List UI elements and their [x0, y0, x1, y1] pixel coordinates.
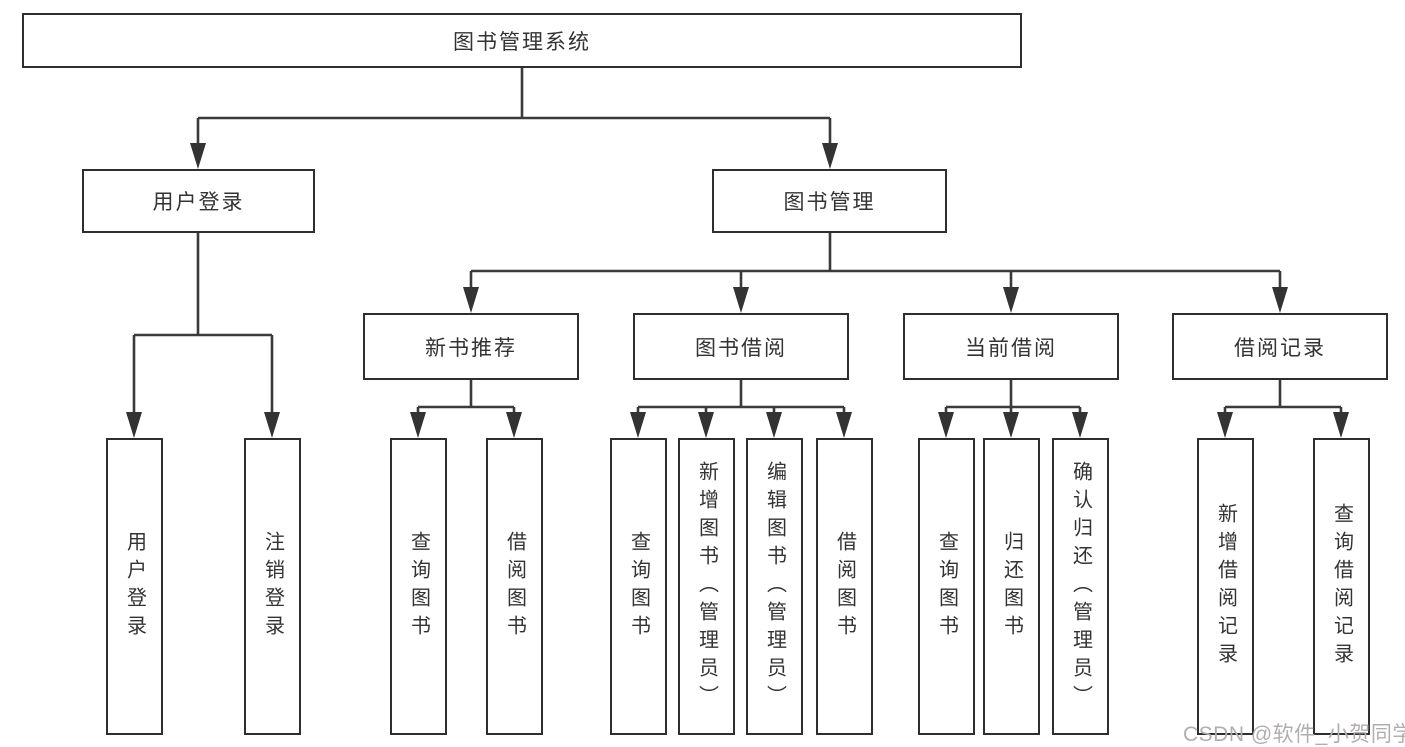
node-label: 借阅图书	[833, 530, 856, 643]
arrow-icon	[1003, 287, 1019, 313]
csdn-watermark: CSDN @软件_小贺同学	[1183, 723, 1405, 746]
connector-book-management-split	[469, 233, 1282, 288]
leaf-query-books-borrowing: 查询图书	[610, 438, 667, 735]
leaf-add-books-admin: 新增图书（管理员）	[678, 438, 735, 735]
node-label: 图书管理	[783, 191, 876, 214]
connector-new-book-split	[416, 380, 516, 414]
node-root-system: 图书管理系统	[22, 13, 1022, 68]
arrowheads	[126, 143, 1349, 438]
node-user-login: 用户登录	[82, 169, 315, 233]
node-label: 当前借阅	[965, 336, 1057, 360]
node-label: 借阅图书	[503, 530, 526, 643]
arrow-icon	[463, 287, 479, 313]
arrow-icon	[1272, 287, 1288, 313]
node-label: 新增图书（管理员）	[695, 460, 718, 713]
node-label: 用户登录	[123, 530, 146, 643]
arrow-icon	[733, 287, 749, 313]
connector-borrowing-records-split	[1223, 380, 1343, 414]
arrow-icon	[630, 412, 646, 438]
node-label: 借阅记录	[1234, 336, 1326, 360]
arrow-icon	[822, 143, 838, 169]
leaf-query-books-current: 查询图书	[918, 438, 975, 735]
leaf-edit-books-admin: 编辑图书（管理员）	[746, 438, 803, 735]
node-book-borrowing: 图书借阅	[633, 313, 849, 380]
node-label: 图书借阅	[695, 336, 787, 360]
node-label: 查询图书	[627, 530, 650, 643]
node-label: 查询图书	[407, 530, 430, 643]
arrow-icon	[1217, 412, 1233, 438]
arrow-icon	[836, 412, 852, 438]
node-label: 新书推荐	[425, 336, 517, 360]
node-borrowing-records: 借阅记录	[1172, 313, 1388, 380]
node-label: 编辑图书（管理员）	[763, 460, 786, 713]
connector-book-borrowing-split	[636, 380, 846, 414]
leaf-borrow-books: 借阅图书	[816, 438, 873, 735]
node-label: 新增借阅记录	[1214, 502, 1237, 671]
node-label: 归还图书	[1000, 530, 1023, 643]
arrow-icon	[264, 412, 280, 438]
node-new-book-recommend: 新书推荐	[363, 313, 579, 380]
leaf-borrow-books-recommend: 借阅图书	[486, 438, 543, 735]
arrow-icon	[938, 412, 954, 438]
leaf-add-borrow-record: 新增借阅记录	[1197, 438, 1254, 735]
arrow-icon	[190, 143, 206, 169]
arrow-icon	[506, 412, 522, 438]
node-book-management: 图书管理	[712, 169, 947, 233]
leaf-query-borrow-record: 查询借阅记录	[1313, 438, 1370, 735]
node-current-borrowing: 当前借阅	[903, 313, 1119, 380]
arrow-icon	[1072, 412, 1088, 438]
connector-paths	[132, 68, 1343, 414]
leaf-query-books-recommend: 查询图书	[390, 438, 447, 735]
node-label: 查询借阅记录	[1330, 502, 1353, 671]
connector-current-borrowing-split	[944, 380, 1082, 414]
arrow-icon	[410, 412, 426, 438]
connector-user-login-split	[132, 233, 274, 414]
arrow-icon	[698, 412, 714, 438]
arrow-icon	[126, 412, 142, 438]
leaf-confirm-return-admin: 确认归还（管理员）	[1052, 438, 1109, 735]
node-label: 图书管理系统	[453, 30, 591, 54]
node-label: 注销登录	[261, 530, 284, 643]
arrow-icon	[1333, 412, 1349, 438]
arrow-icon	[766, 412, 782, 438]
leaf-return-books: 归还图书	[983, 438, 1040, 735]
leaf-logout: 注销登录	[244, 438, 301, 735]
leaf-user-login: 用户登录	[106, 438, 163, 735]
node-label: 用户登录	[152, 191, 245, 214]
connector-root-split	[196, 68, 832, 145]
node-label: 确认归还（管理员）	[1069, 460, 1092, 713]
node-label: 查询图书	[935, 530, 958, 643]
arrow-icon	[1003, 412, 1019, 438]
